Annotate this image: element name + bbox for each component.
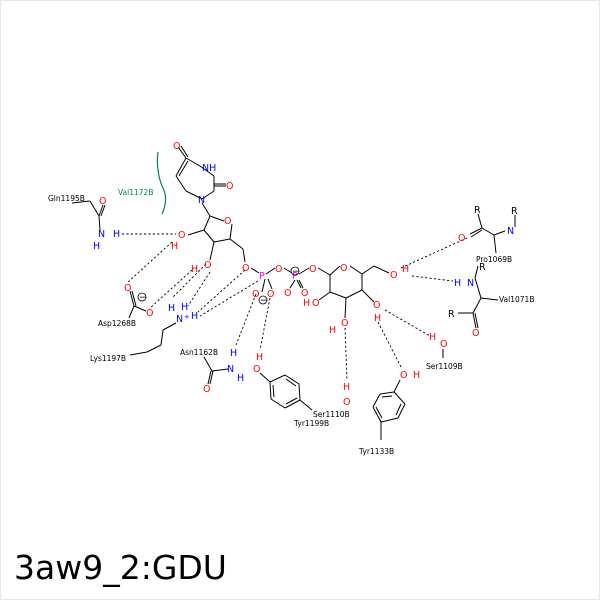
residue-label-val1172: Val1172B	[118, 188, 153, 197]
atom-o-alpha: O	[252, 289, 259, 300]
atom-h-o6: H	[402, 264, 409, 275]
residue-labels: Gln1195B Val1172B Asp1268B Lys1197B Asn1…	[48, 188, 534, 456]
residue-label-ser1109: Ser1109B	[426, 362, 463, 371]
atom-h-gln: H	[113, 229, 120, 240]
atom-h-o4: H	[303, 298, 310, 309]
atom-h-lys2: H	[181, 302, 188, 313]
atom-h-gln-2: H	[93, 241, 100, 252]
atom-h-tyr1133: H	[413, 370, 420, 381]
charge-minus-alpha: −	[260, 296, 268, 306]
charge-minus-beta: −	[292, 267, 300, 277]
residue-bonds	[71, 200, 516, 440]
atom-o1-sugar: O	[309, 264, 316, 275]
atom-o-ribose-ring: O	[224, 216, 231, 227]
atom-h-ser1109: H	[429, 332, 436, 343]
atom-o5-ribose: O	[242, 263, 249, 274]
ligand-bonds	[175, 145, 390, 319]
atom-p-beta: P	[292, 271, 298, 282]
residue-label-tyr1199: Tyr1199B	[293, 419, 329, 428]
residue-label-asn1162: Asn1162B	[180, 348, 218, 357]
ligand-caption: 3aw9_2:GDU	[14, 548, 227, 587]
atom-o3-sugar: O	[341, 318, 348, 329]
atom-h-tyr1199: H	[256, 352, 263, 363]
atom-o-beta1: O	[284, 288, 291, 299]
atom-r-pro2: R	[511, 206, 518, 217]
atom-h-lys3: H	[191, 311, 198, 322]
atom-o2-sugar: O	[373, 300, 380, 311]
atom-o6-sugar: O	[390, 270, 397, 281]
atom-o-tyr1199: O	[253, 364, 260, 375]
atom-o-alpha-neg: O	[267, 289, 274, 300]
atom-h-ser1110: H	[343, 382, 350, 393]
residue-label-gln1195: Gln1195B	[48, 194, 85, 203]
atom-o-bridge: O	[275, 264, 282, 275]
atom-h-asn1: H	[230, 348, 237, 359]
atom-o-sugar-ring: O	[340, 263, 347, 274]
hydrogen-bonds	[122, 233, 468, 381]
atom-h-lys1: H	[168, 303, 175, 314]
residue-label-asp1268: Asp1268B	[98, 319, 136, 328]
atom-h-o2: H	[374, 313, 381, 324]
atom-h-o3: H	[329, 325, 336, 336]
charge-minus-asp: −	[139, 293, 147, 303]
atom-o-val1071: O	[472, 328, 479, 339]
charge-circles	[137, 266, 300, 305]
atom-n-asn: N	[227, 364, 234, 375]
atom-o-pro1069: O	[458, 233, 465, 244]
atom-nh-uracil3: NH	[202, 163, 216, 174]
atom-h-ribose2: H	[171, 241, 178, 252]
atom-n-lys: N	[176, 314, 183, 325]
atom-o-uracil4: O	[173, 141, 180, 152]
residue-label-lys1197: Lys1197B	[90, 354, 126, 363]
residue-label-val1071: Val1071B	[499, 295, 534, 304]
atom-o-beta2: O	[301, 288, 308, 299]
atom-h-asn2: H	[237, 373, 244, 384]
atom-o-tyr1133: O	[400, 370, 407, 381]
atom-o-ser1110: O	[343, 397, 350, 408]
atom-o4-sugar: O	[312, 298, 319, 309]
hydrophobic-contact-arc	[156, 151, 167, 215]
charge-plus-lys: +	[184, 313, 190, 321]
atom-o-asp2: O	[146, 308, 153, 319]
atom-o-gln: O	[99, 196, 106, 207]
atom-o-asp1: O	[124, 283, 131, 294]
atom-p-alpha: P	[259, 271, 265, 282]
atom-o2-ribose: O	[178, 230, 185, 241]
residue-label-tyr1133: Tyr1133B	[358, 447, 394, 456]
atom-o-asn: O	[203, 384, 210, 395]
atom-o3-ribose: O	[204, 260, 211, 271]
atom-n-uracil1: N	[198, 195, 205, 206]
atom-labels: O NH O N O O H O H O P O P O O O O O O O…	[93, 141, 518, 408]
atom-h-val1071: H	[454, 278, 461, 289]
atom-h-ribose3: H	[191, 264, 198, 275]
atom-r-val: R	[448, 309, 455, 320]
atom-n-gln: N	[98, 229, 105, 240]
atom-r-val-n: R	[479, 262, 486, 273]
atom-r-pro1: R	[474, 205, 481, 216]
atom-o-uracil2: O	[226, 181, 233, 192]
residue-label-ser1110: Ser1110B	[313, 410, 350, 419]
atom-n-pro1069: N	[507, 226, 514, 237]
atom-n-val1071: N	[467, 278, 474, 289]
residue-label-pro1069: Pro1069B	[476, 255, 512, 264]
atom-o-ser1109: O	[440, 339, 447, 350]
